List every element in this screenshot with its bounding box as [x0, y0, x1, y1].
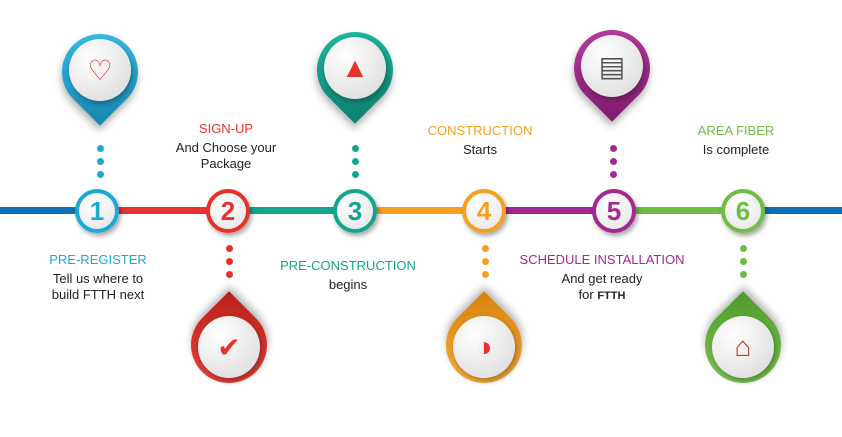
connector-dot — [609, 171, 617, 178]
monitor-checkmark-icon: ✔ — [198, 316, 260, 378]
timeline-segment — [355, 207, 484, 214]
step-2-label: SIGN-UP And Choose your Package — [176, 121, 276, 172]
step-2-marker: 2 — [206, 189, 250, 233]
step-4-marker: 4 — [462, 189, 506, 233]
connector-dot — [739, 271, 747, 278]
step-description: Package — [200, 156, 252, 171]
timeline-segment — [484, 207, 614, 214]
timeline-segment — [743, 207, 842, 214]
connector-dot — [739, 245, 747, 252]
step-6-marker: 6 — [721, 189, 765, 233]
connector-dot — [225, 245, 233, 252]
step-title: PRE-REGISTER — [49, 252, 147, 267]
connector-dot — [96, 158, 104, 165]
step-1-marker: 1 — [75, 189, 119, 233]
connector-dot — [225, 271, 233, 278]
connector-dot — [609, 145, 617, 152]
step-5-marker: 5 — [592, 189, 636, 233]
step-title: SIGN-UP — [198, 121, 254, 136]
connector-dot — [481, 245, 489, 252]
connector-dot — [609, 158, 617, 165]
step-title: CONSTRUCTION — [427, 123, 533, 138]
connector-dot — [481, 258, 489, 265]
step-description: build FTTH next — [51, 287, 145, 302]
step-description: And Choose your — [175, 140, 277, 155]
step-description-prefix: for — [578, 287, 598, 302]
step-1-label: PRE-REGISTER Tell us where to build FTTH… — [49, 252, 147, 303]
connector-dot — [351, 145, 359, 152]
connector-dot — [225, 258, 233, 265]
router-icon: ▤ — [581, 35, 643, 97]
step-6-label: AREA FIBER Is complete — [698, 123, 775, 158]
step-title: PRE-CONSTRUCTION — [280, 258, 416, 273]
step-4-label: CONSTRUCTION Starts — [428, 123, 533, 158]
step-title: SCHEDULE INSTALLATION — [519, 252, 685, 267]
ftth-emphasis: FTTH — [597, 290, 626, 302]
document-heart-checklist-icon: ♡ — [69, 39, 131, 101]
connector-dot — [351, 158, 359, 165]
step-title: AREA FIBER — [697, 123, 775, 138]
timeline-segment — [97, 207, 228, 214]
step-description: for FTTH — [520, 287, 685, 304]
timeline-segment — [228, 207, 355, 214]
connector-dot — [481, 271, 489, 278]
step-3-marker: 3 — [333, 189, 377, 233]
connector-dot — [351, 171, 359, 178]
step-description: Tell us where to — [52, 271, 144, 286]
step-description: And get ready — [561, 271, 643, 286]
connector-dot — [739, 258, 747, 265]
connector-dot — [96, 145, 104, 152]
timeline-segment — [614, 207, 743, 214]
connector-dot — [96, 171, 104, 178]
timeline-segment — [0, 207, 97, 214]
step-description: Is complete — [702, 142, 770, 157]
traffic-cone-gear-icon: ▲ — [324, 37, 386, 99]
step-description: Starts — [463, 142, 497, 157]
house-icon: ⌂ — [712, 316, 774, 378]
step-3-label: PRE-CONSTRUCTION begins — [280, 258, 416, 293]
step-description: begins — [328, 277, 368, 292]
step-5-label: SCHEDULE INSTALLATION And get ready for … — [520, 252, 685, 304]
hard-hat-icon: ◑ — [453, 316, 515, 378]
